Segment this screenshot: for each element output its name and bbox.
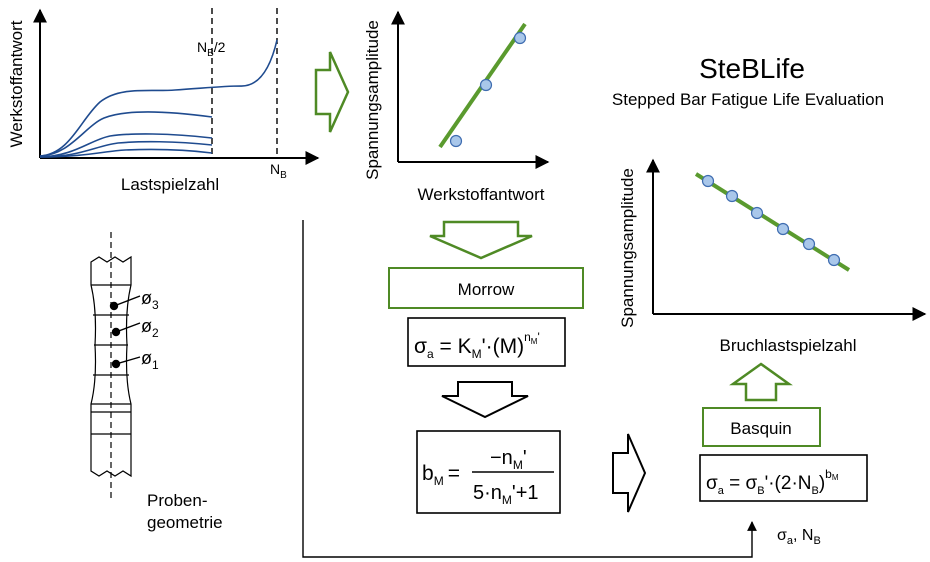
panel3-points xyxy=(701,174,841,267)
app-title: SteBLife xyxy=(699,53,805,84)
panel3-fit-line xyxy=(694,172,851,272)
panel3-data-point-2 xyxy=(725,189,739,203)
response-curve-1 xyxy=(39,39,278,157)
morrow-label: Morrow xyxy=(458,280,515,299)
panel-stress-amplitude: Spannungsamplitude Werkstoffantwort xyxy=(363,10,550,204)
morrow-exponent-numerator: −nM' xyxy=(490,447,527,472)
arrow-down-black xyxy=(441,381,529,419)
response-curve-5 xyxy=(39,148,213,158)
specimen-label-line2: geometrie xyxy=(147,513,223,532)
basquin-equation: σa = σB'·(2·NB)bM xyxy=(706,467,839,497)
arrow-up-green xyxy=(729,362,793,402)
morrow-equation-1: σa = KM'·(M)nM' xyxy=(414,330,540,361)
panel3-y-label: Spannungsamplitude xyxy=(618,168,637,328)
basquin-equation-box xyxy=(699,454,868,502)
panel1-y-label: Werkstoffantwort xyxy=(7,20,26,147)
morrow-box xyxy=(388,267,584,309)
response-curve-2 xyxy=(39,111,213,157)
arrow-down-green xyxy=(429,220,533,260)
connector-line xyxy=(302,220,757,558)
arrow-right-black xyxy=(612,433,647,513)
morrow-equation-box xyxy=(407,317,566,367)
panel2-points xyxy=(449,31,527,148)
response-curves xyxy=(39,39,278,158)
specimen-label-line1: Proben- xyxy=(147,491,207,510)
input-label: σa, NB xyxy=(777,527,821,547)
panel3-data-point-5 xyxy=(802,237,816,251)
specimen-outline xyxy=(90,255,132,478)
morrow-exponent-denominator: 5·nM'+1 xyxy=(473,482,539,507)
panel-fatigue-life: Spannungsamplitude Bruchlastspielzahl xyxy=(618,158,927,355)
panel2-data-point-3 xyxy=(513,31,527,45)
panel3-x-label: Bruchlastspielzahl xyxy=(719,336,856,355)
panel2-x-label: Werkstoffantwort xyxy=(418,185,545,204)
diameter-label-1: ø1 xyxy=(141,348,159,372)
panel3-data-point-3 xyxy=(750,206,764,220)
response-curve-3 xyxy=(39,133,213,158)
arrow-right-green xyxy=(314,51,350,133)
app-subtitle: Stepped Bar Fatigue Life Evaluation xyxy=(612,90,884,109)
fracture-annotation: NB xyxy=(270,161,287,181)
basquin-label: Basquin xyxy=(730,419,791,438)
panel2-y-label: Spannungsamplitude xyxy=(363,20,382,180)
basquin-box xyxy=(702,407,821,447)
panel3-data-point-1 xyxy=(701,174,715,188)
response-curve-4 xyxy=(39,140,213,158)
morrow-exponent-lhs: bM= xyxy=(422,462,460,488)
leader-1 xyxy=(115,356,141,365)
panel1-x-label: Lastspielzahl xyxy=(121,175,219,194)
diameter-label-3: ø3 xyxy=(141,288,159,312)
panel2-data-point-2 xyxy=(479,78,493,92)
half-life-annotation: NB/2 xyxy=(197,39,226,59)
diameter-label-2: ø2 xyxy=(141,316,159,340)
leader-2 xyxy=(115,322,141,333)
panel3-data-point-6 xyxy=(827,253,841,267)
panel3-data-point-4 xyxy=(776,222,790,236)
specimen-drawing: ø3 ø2 ø1 Proben- geometrie xyxy=(90,232,223,532)
panel-material-response: Werkstoffantwort Lastspielzahl NB/2 NB xyxy=(7,8,320,194)
panel2-data-point-1 xyxy=(449,134,463,148)
leader-3 xyxy=(113,295,141,307)
